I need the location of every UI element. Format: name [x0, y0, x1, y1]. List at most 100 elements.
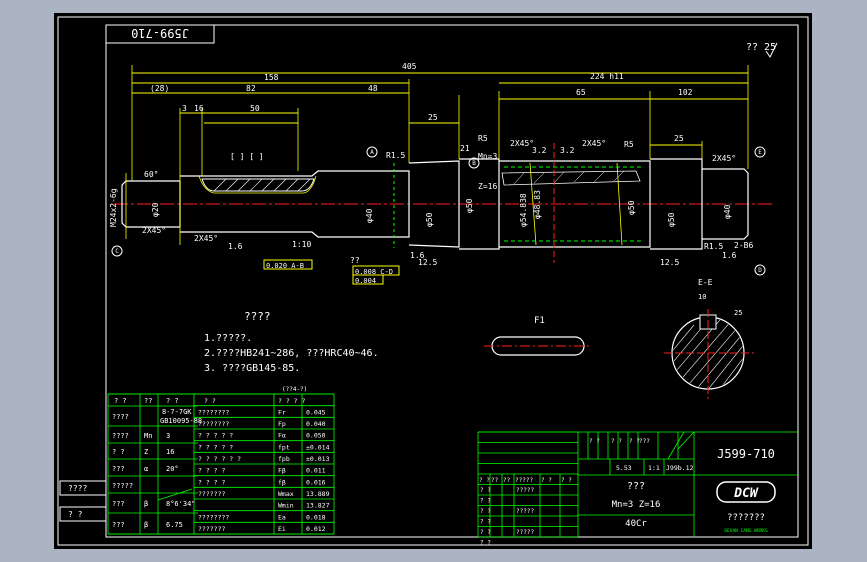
gear-table-left-header-2: ? ?	[166, 397, 179, 405]
title-sig-header-2: ??	[503, 477, 511, 484]
inner-frame	[105, 24, 799, 538]
dim-dia40b: φ40	[723, 204, 732, 219]
svg-text:0.004: 0.004	[355, 277, 376, 285]
title-sig-date: ?????	[516, 487, 534, 494]
dim-3: 3	[182, 104, 187, 113]
ra-125a: 12.5	[418, 258, 437, 267]
dcw-logo: DCW	[716, 481, 776, 503]
dim-dia48: φ48.83	[533, 190, 542, 219]
gear-table-left-value: 3	[166, 432, 170, 440]
gear-table-left-value: 6.75	[166, 521, 183, 529]
title-company-en: DEVAN CANG WORKS	[724, 528, 768, 534]
gear-table-right-value: 0.050	[306, 432, 326, 440]
title-scale-head-0: ? ?	[589, 438, 600, 445]
title-sig-header-5: ? ?	[561, 477, 572, 484]
title-sig-row-1: ? ?	[480, 498, 491, 505]
gear-table-right-value: 0.018	[306, 513, 326, 521]
notes-title: ????	[244, 310, 271, 323]
title-material: 40Cr	[625, 519, 647, 529]
cad-drawing: J599-710 ?? 25	[57, 16, 809, 547]
title-sig-row-3: ? ?	[480, 519, 491, 526]
gear-table-right-label: ? ? ? ?	[198, 478, 225, 486]
f1-view: F1	[484, 316, 592, 356]
gear-table-right-header-0: ? ?	[204, 397, 216, 405]
gear-table-left-value: 8-7-7GK	[162, 408, 192, 416]
section-e-e: E-E 10 25	[664, 278, 754, 399]
svg-text:F1: F1	[534, 316, 545, 326]
dim-chamfer-5: 2X45°	[194, 234, 218, 243]
title-sig-row-4: ? ?	[480, 529, 491, 536]
dim-110: 1:10	[292, 240, 311, 249]
title-spec: Mn=3 Z=16	[612, 500, 661, 510]
datum-b: B	[472, 160, 476, 167]
gear-table-right-label: ? ? ? ? ? ?	[198, 455, 241, 463]
drawing-number-mirrored: J599-710	[131, 26, 189, 40]
dim-25a: 25	[428, 113, 438, 122]
gear-table-right-label: ????????	[198, 420, 229, 428]
gear-table-right-label: ? ? ? ? ?	[198, 432, 233, 440]
dim-60: 60°	[144, 170, 158, 179]
gear-table-right-symbol: Fβ	[278, 467, 286, 475]
dim-thread: M24x2-6g	[109, 188, 118, 227]
stamp-1: ????	[68, 484, 87, 493]
dim-dia50-right: φ50	[667, 212, 676, 227]
roughness-icon	[765, 42, 778, 58]
svg-text:0.008 C-D: 0.008 C-D	[355, 268, 393, 276]
dim-16: 16	[194, 104, 204, 113]
title-scale: 1:1	[648, 464, 660, 472]
gear-table-left-symbol: β	[144, 521, 148, 529]
dim-r5b: R5	[624, 140, 634, 149]
gear-table-left-label: ?????	[112, 482, 133, 490]
title-sig-date-3: ?????	[516, 529, 534, 536]
gear-table-right-value: 0.045	[306, 408, 326, 416]
gear-table-right-label: ? ? ? ?	[198, 467, 225, 475]
gear-table-right-symbol: Wmin	[278, 502, 294, 510]
gear-table-right-symbol: Fp	[278, 420, 286, 428]
title-part-name: ???	[627, 481, 645, 492]
gear-table-right-value: ±0.014	[306, 443, 330, 451]
dim-28: (28)	[150, 84, 169, 93]
gear-table-left-symbol: α	[144, 465, 148, 473]
gear-table-right-value: 0.016	[306, 478, 326, 486]
dim-chamfer-1: 2X45°	[510, 139, 534, 148]
gear-table-left-label: ? ?	[112, 448, 125, 456]
title-drawing-number: J599-710	[717, 447, 775, 461]
gear-table-right-label: ????????	[198, 513, 229, 521]
svg-text:25: 25	[734, 309, 742, 317]
roughness-corner: ?? 25	[746, 42, 776, 53]
title-sig-header-0: ? ?	[479, 477, 490, 484]
gear-table-right-label: ? ? ? ? ?	[198, 443, 233, 451]
dim-chamfer-3: 2X45°	[712, 154, 736, 163]
dim-chamfer-4: 2X45°	[142, 226, 166, 235]
title-sig-header-3: ?????	[515, 477, 533, 484]
dim-82: 82	[246, 84, 256, 93]
title-company: ???????	[727, 513, 765, 523]
gear-table-right-value: ±0.013	[306, 455, 330, 463]
dim-50: 50	[250, 104, 260, 113]
gear-table-right-value: 0.012	[306, 525, 326, 533]
gear-table-left-header-1: ??	[144, 397, 152, 405]
dim-dia50a: φ50	[425, 212, 434, 227]
bracket-note: [ ] [ ]	[230, 152, 264, 161]
title-block: J599-710 ??? Mn=3 Z=16 40Cr 5.53 1:1 J99…	[477, 431, 798, 547]
gear-table-left-label: ???	[112, 521, 125, 529]
gear-table-left-value: GB10095-88	[160, 417, 202, 425]
gear-table-left-value: 8°6'34"	[166, 500, 196, 508]
gear-parameter-table: (??4-?) ? ???? ?????8-7-7GKGB10095-88???…	[107, 386, 335, 535]
note-line-3: 3. ????GB145-85.	[204, 363, 300, 374]
gear-table-right-symbol: Wmax	[278, 490, 294, 498]
gear-table-right-value: 13.889	[306, 490, 330, 498]
gear-table-left-header-0: ? ?	[114, 397, 127, 405]
shaft-view	[114, 65, 772, 263]
gear-table-right-value: 0.011	[306, 467, 326, 475]
gear-table-left-symbol: β	[144, 500, 148, 508]
dim-r-end: 2-B6	[734, 241, 753, 250]
gear-table-right-label: ???????	[198, 490, 225, 498]
gear-table-left-label: ????	[112, 413, 129, 421]
fcf-2: 0.008 C-D 0.004	[352, 265, 400, 285]
title-sig-header-4: ? ?	[541, 477, 552, 484]
dim-overall: 405	[402, 62, 417, 71]
dim-dia50b: φ50	[627, 200, 636, 215]
stamp-3: ? ?	[68, 510, 83, 519]
title-weight: 5.53	[616, 464, 632, 472]
